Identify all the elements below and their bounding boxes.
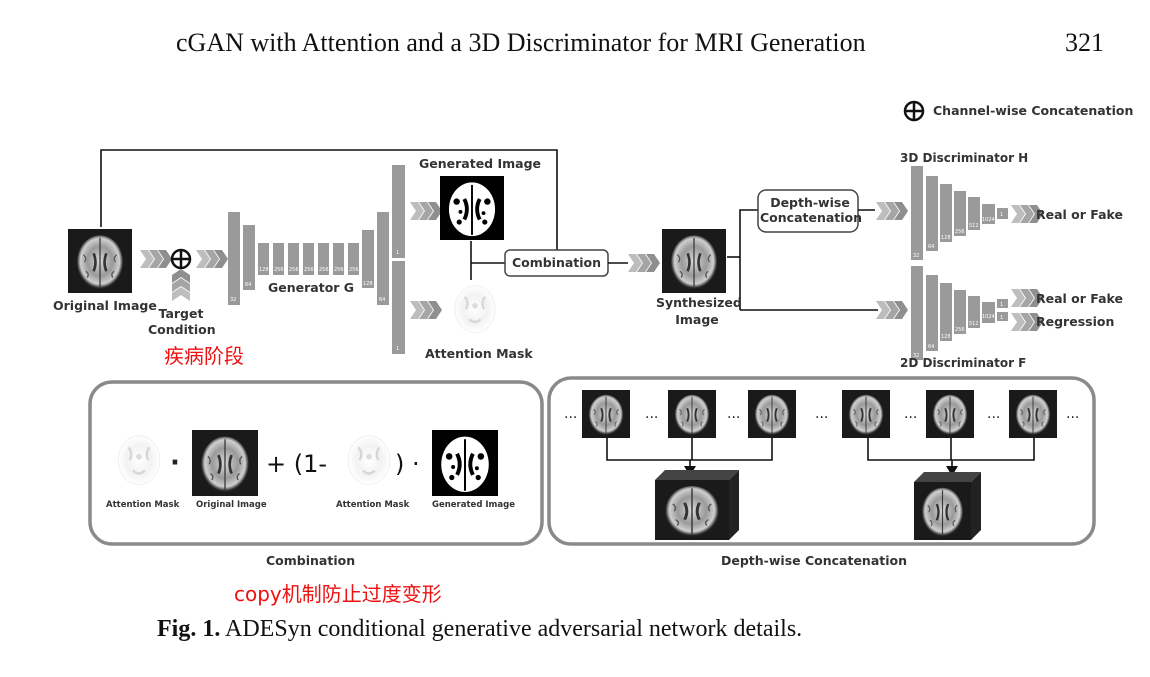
disc2d-output-2: Regression <box>1036 314 1115 329</box>
depthwise-panel <box>547 376 1096 546</box>
svg-text:1: 1 <box>1000 315 1003 321</box>
close-dot-operator: ) · <box>395 450 420 478</box>
panel-label-original-image: Original Image <box>196 500 267 510</box>
flow-arrow-icon <box>628 254 660 272</box>
disc2d-title: 2D Discriminator F <box>900 356 1027 370</box>
ellipsis: ... <box>564 406 578 422</box>
svg-text:128: 128 <box>941 334 951 340</box>
svg-text:32: 32 <box>230 297 236 303</box>
flow-arrow-icon <box>196 250 228 268</box>
generated-image-thumbnail <box>438 174 506 242</box>
ellipsis: ... <box>815 406 829 422</box>
panel-generated-image <box>430 428 500 498</box>
svg-text:256: 256 <box>289 267 299 273</box>
svg-text:128: 128 <box>259 267 269 273</box>
panel-attention-mask-2 <box>346 434 392 486</box>
figure-caption-label: Fig. 1. <box>157 616 221 642</box>
flow-arrow-icon <box>140 250 172 268</box>
combination-panel-caption: Combination <box>266 553 356 568</box>
disc3d-title: 3D Discriminator H <box>900 151 1029 165</box>
panel-label-attention-mask-2: Attention Mask <box>336 500 410 510</box>
svg-text:1024: 1024 <box>982 314 995 320</box>
svg-text:1: 1 <box>396 346 399 352</box>
svg-text:256: 256 <box>274 267 284 273</box>
figure-caption: Fig. 1. ADESyn conditional generative ad… <box>157 616 802 643</box>
figure-caption-text: ADESyn conditional generative adversaria… <box>225 616 803 642</box>
svg-text:512: 512 <box>969 223 979 229</box>
plus-one-minus-operator: + (1- <box>266 450 328 478</box>
running-title: cGAN with Attention and a 3D Discriminat… <box>176 28 866 57</box>
target-condition-label: Target Condition <box>148 306 216 337</box>
flow-arrow-icon <box>876 301 908 319</box>
flow-arrow-icon <box>876 202 908 220</box>
discriminator-3d-bars: 32 64 128 256 512 1024 1 <box>911 166 1008 260</box>
svg-text:32: 32 <box>913 353 919 359</box>
concatenation-legend-icon <box>903 100 925 122</box>
dot-operator: · <box>170 448 180 478</box>
original-image-thumbnail <box>66 227 134 295</box>
depthwise-box-label: Depth-wise Concatenation <box>760 195 863 225</box>
flow-arrow-icon <box>410 202 442 220</box>
svg-text:512: 512 <box>969 321 979 327</box>
combination-panel <box>88 380 544 546</box>
depthwise-concat-box <box>757 189 859 233</box>
svg-text:128: 128 <box>941 235 951 241</box>
svg-text:1: 1 <box>396 250 399 256</box>
combination-box-label: Combination <box>511 255 602 270</box>
cube-2 <box>912 472 981 542</box>
ellipsis: ... <box>727 406 741 422</box>
svg-text:256: 256 <box>955 327 965 333</box>
depthwise-panel-caption: Depth-wise Concatenation <box>721 553 908 568</box>
panel-label-attention-mask-1: Attention Mask <box>106 500 180 510</box>
attention-mask-thumbnail <box>453 284 497 334</box>
flow-arrow-icon <box>410 301 442 319</box>
concatenation-plus-icon <box>170 248 192 270</box>
svg-text:64: 64 <box>928 244 934 250</box>
synthesized-image-thumbnail <box>660 227 728 295</box>
synthesized-image-label: Synthesized Image <box>656 295 742 327</box>
condition-arrow-icon <box>172 269 190 301</box>
svg-text:1: 1 <box>1000 302 1003 308</box>
original-image-label: Original Image <box>53 298 157 313</box>
panel-label-generated-image: Generated Image <box>432 500 515 510</box>
svg-text:256: 256 <box>304 267 314 273</box>
svg-text:32: 32 <box>913 253 919 259</box>
panel-attention-mask-1 <box>116 434 162 486</box>
svg-text:64: 64 <box>245 282 251 288</box>
ellipsis: ... <box>904 406 918 422</box>
svg-text:256: 256 <box>334 267 344 273</box>
attention-mask-label: Attention Mask <box>425 346 533 361</box>
svg-text:256: 256 <box>955 229 965 235</box>
svg-text:64: 64 <box>379 297 385 303</box>
svg-text:128: 128 <box>363 281 373 287</box>
ellipsis: ... <box>987 406 1001 422</box>
svg-text:1024: 1024 <box>982 217 995 223</box>
svg-text:1: 1 <box>1000 212 1003 218</box>
disc3d-output: Real or Fake <box>1036 207 1123 222</box>
svg-text:256: 256 <box>349 267 359 273</box>
svg-text:256: 256 <box>319 267 329 273</box>
page-number: 321 <box>1065 28 1104 57</box>
panel-original-image <box>190 428 260 498</box>
discriminator-2d-bars: 32 64 128 256 512 1024 1 1 <box>911 266 1008 360</box>
disc2d-output-1: Real or Fake <box>1036 291 1123 306</box>
stage-annotation: 疾病阶段 <box>164 344 244 368</box>
svg-text:64: 64 <box>928 344 934 350</box>
generator-bars: 32 64 128 256 256 256 256 256 256 128 64… <box>228 165 405 354</box>
cube-1 <box>653 470 739 542</box>
generator-label: Generator G <box>268 280 355 295</box>
legend-text: Channel-wise Concatenation <box>933 103 1134 118</box>
copy-mechanism-annotation: copy机制防止过度变形 <box>234 582 442 606</box>
generated-image-label: Generated Image <box>419 156 542 171</box>
ellipsis: ... <box>1066 406 1080 422</box>
ellipsis: ... <box>645 406 659 422</box>
